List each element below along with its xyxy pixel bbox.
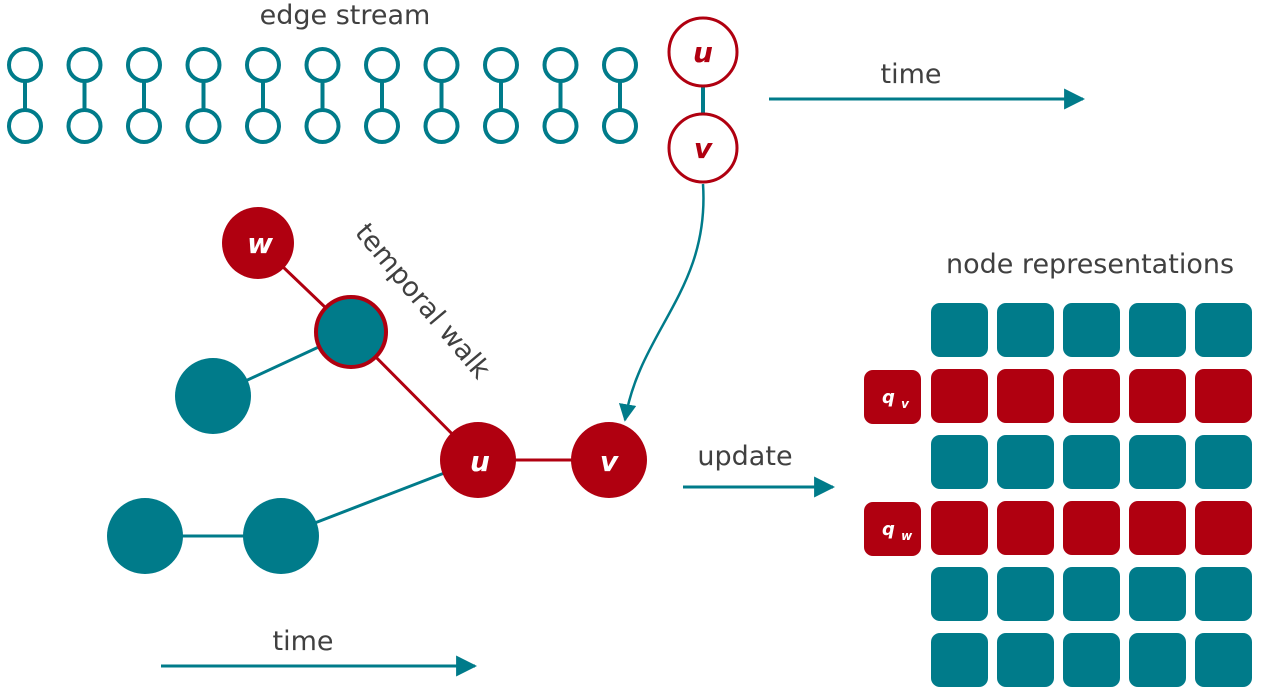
representation-cell [931,303,988,357]
representation-grid [931,303,1252,687]
representation-cell [997,633,1054,687]
representation-cell [997,369,1054,423]
stream-node-bottom [245,108,281,144]
representation-cell [1063,369,1120,423]
representation-cell [997,501,1054,555]
stream-edge [245,47,281,144]
stream-edge [364,47,400,144]
graph-node-v-label: v [600,445,619,478]
representation-cell [1195,567,1252,621]
representation-cell [997,303,1054,357]
representation-cell [1195,303,1252,357]
stream-node-top [126,47,162,83]
row-label-qw-sub: w [901,529,913,543]
update-label: update [697,441,792,472]
stream-node-top [245,47,281,83]
graph-node-v: v [571,422,647,498]
representation-cell [1129,633,1186,687]
row-label-qw: q w [864,502,921,556]
stream-node-top [423,47,460,83]
representation-cell [931,435,988,489]
graph-node-a [175,358,251,434]
stream-edge [423,47,460,144]
stream-node-bottom [423,108,460,144]
representation-cell [1129,501,1186,555]
representation-cell [1195,501,1252,555]
stream-node-bottom [483,108,519,144]
stream-node-top [602,47,638,83]
representation-cell [1195,633,1252,687]
graph-node-center [314,295,388,369]
graph-node-u-label: u [470,445,490,478]
graph-node-w: w [222,207,294,279]
representation-cell [997,435,1054,489]
incoming-node-u: u [667,16,739,88]
row-label-qw-base: q [882,519,895,540]
stream-node-top [304,47,341,83]
representation-cell [931,567,988,621]
stream-to-graph-arrow [618,183,705,422]
representation-cell [1063,435,1120,489]
graph-node-u: u [440,422,516,498]
stream-node-top [483,47,519,83]
stream-node-bottom [7,108,43,144]
stream-edge [66,47,103,144]
stream-node-bottom [602,108,638,144]
edge-stream [7,47,638,144]
graph-node-w-label: w [247,227,273,260]
representation-cell [1129,435,1186,489]
representation-cell [997,567,1054,621]
incoming-node-v: v [667,112,739,184]
time-label-bottom: time [272,626,333,657]
svg-text:q w: q w [882,519,913,543]
stream-node-bottom [126,108,162,144]
incoming-node-u-label: u [693,36,713,69]
representation-cell [931,501,988,555]
representation-cell [1195,435,1252,489]
representation-cell [1063,633,1120,687]
stream-edge [126,47,162,144]
stream-edge [602,47,638,144]
stream-node-top [66,47,103,83]
representation-cell [1195,369,1252,423]
representation-cell [1129,567,1186,621]
edge-stream-label: edge stream [260,0,431,31]
time-label-top: time [880,59,941,90]
stream-node-bottom [66,108,103,144]
stream-node-bottom [364,108,400,144]
representation-cell [1063,567,1120,621]
stream-node-bottom [185,108,222,144]
incoming-node-v-label: v [694,132,713,165]
stream-node-top [542,47,579,83]
representation-cell [1063,303,1120,357]
stream-edge [542,47,579,144]
stream-node-top [185,47,222,83]
stream-edge [483,47,519,144]
stream-edge [304,47,341,144]
stream-node-bottom [542,108,579,144]
representation-cell [1063,501,1120,555]
stream-node-top [7,47,43,83]
representation-cell [1129,369,1186,423]
graph-node-b [107,498,183,574]
node-representations-label: node representations [946,249,1234,280]
stream-node-top [364,47,400,83]
stream-node-bottom [304,108,341,144]
representation-cell [931,633,988,687]
stream-edge [185,47,222,144]
row-label-qv: q v [864,370,921,424]
row-label-qv-sub: v [901,397,910,411]
representation-cell [1129,303,1186,357]
graph-node-c [243,498,319,574]
svg-text:q v: q v [882,387,910,411]
representation-cell [931,369,988,423]
stream-edge [7,47,43,144]
row-label-qv-base: q [882,387,895,408]
